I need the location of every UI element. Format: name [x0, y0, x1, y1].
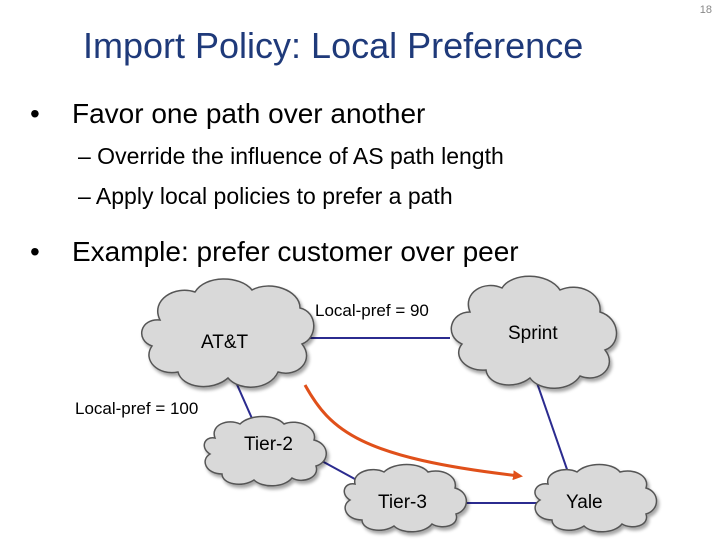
- cloud-yale: [534, 463, 658, 533]
- node-label-tier2: Tier-2: [244, 434, 293, 455]
- preferred-route-arrow: [303, 384, 523, 481]
- sub-bullet-apply: – Apply local policies to prefer a path: [78, 183, 453, 209]
- cloud-sprint: [450, 275, 618, 389]
- cloud-att: [141, 278, 315, 388]
- cloud-tier3: [343, 463, 468, 533]
- bullet-glyph: •: [30, 236, 40, 267]
- page-number: 18: [699, 4, 712, 16]
- label-local-pref-90: Local-pref = 90: [315, 301, 429, 320]
- cloud-tier2: [203, 415, 327, 487]
- link-sprint-yale: [535, 379, 571, 479]
- bullet-text: Favor one path over another: [72, 98, 426, 129]
- bullet-glyph: •: [30, 98, 40, 129]
- bullet-favor-path: • Favor one path over another: [30, 97, 425, 131]
- bullet-text: Example: prefer customer over peer: [72, 236, 519, 267]
- node-label-att: AT&T: [201, 332, 249, 353]
- node-label-yale: Yale: [566, 492, 603, 513]
- sub-bullet-override: – Override the influence of AS path leng…: [78, 143, 504, 169]
- slide-title: Import Policy: Local Preference: [83, 25, 584, 66]
- bullet-example: • Example: prefer customer over peer: [30, 235, 519, 269]
- node-label-sprint: Sprint: [508, 323, 558, 344]
- label-local-pref-100: Local-pref = 100: [75, 399, 198, 418]
- node-label-tier3: Tier-3: [378, 492, 427, 513]
